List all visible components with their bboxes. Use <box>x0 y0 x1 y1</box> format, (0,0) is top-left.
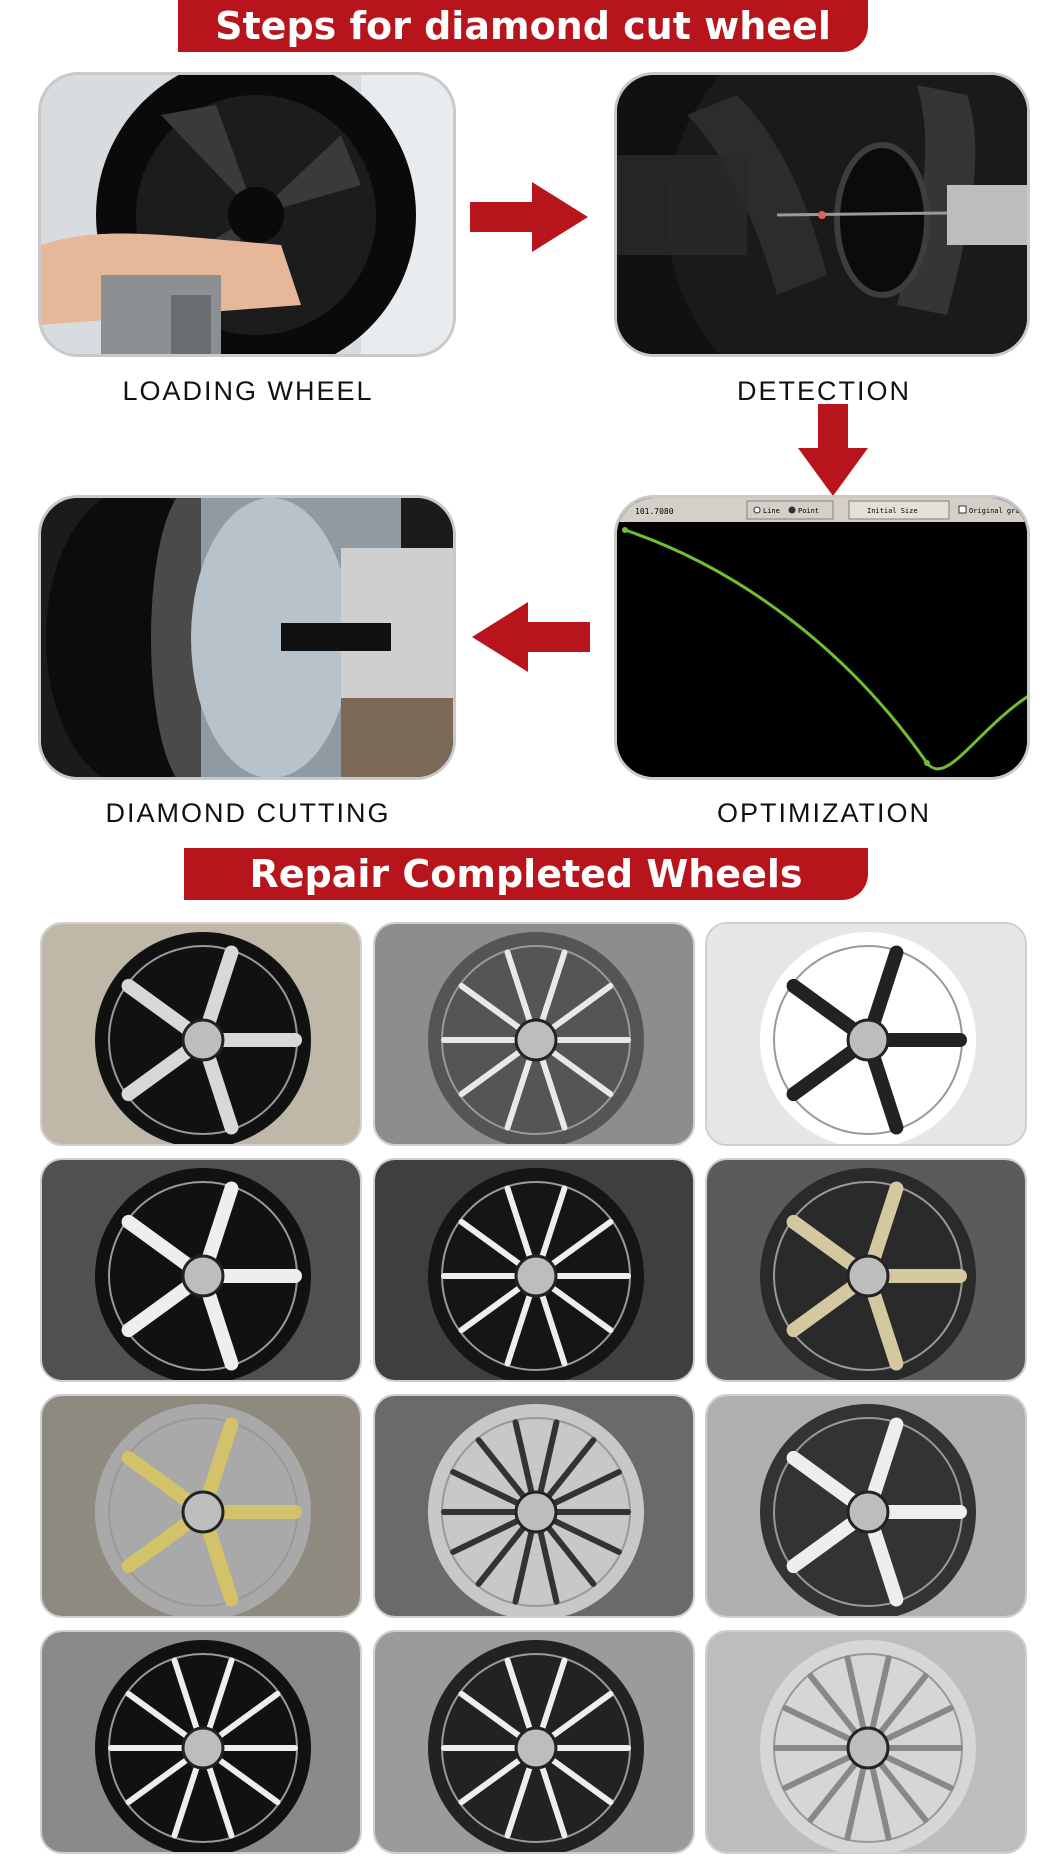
loading-wheel-photo <box>38 72 456 357</box>
arrow-down-icon <box>798 404 868 496</box>
arrow-right-icon <box>470 182 588 252</box>
wheel-illustration <box>707 1396 1025 1616</box>
step-label-detection: DETECTION <box>736 376 911 406</box>
wheel-illustration <box>375 1632 693 1852</box>
step-label-optimization: OPTIMIZATION <box>717 798 931 828</box>
arrow-left-icon <box>472 602 590 672</box>
steps-banner-title: Steps for diamond cut wheel <box>215 4 831 48</box>
wheel-photo <box>705 1630 1027 1854</box>
optimization-graph: 101.7080 Line Point Initial Size Origina… <box>617 498 1028 777</box>
wheel-photo <box>373 1394 695 1618</box>
wheel-illustration <box>375 1160 693 1380</box>
detection-photo <box>614 72 1030 357</box>
wheel-illustration <box>42 1632 360 1852</box>
detection-illustration <box>617 75 1027 354</box>
diamond-cutting-photo <box>38 495 456 780</box>
wheel-photo <box>40 1630 362 1854</box>
wheel-photo <box>40 922 362 1146</box>
wheel-illustration <box>707 924 1025 1144</box>
wheel-photo <box>373 922 695 1146</box>
wheel-photo <box>705 1394 1027 1618</box>
diamond-cutting-illustration <box>41 498 453 777</box>
completed-banner: Repair Completed Wheels <box>184 848 868 900</box>
wheel-photo <box>40 1158 362 1382</box>
step-label-diamond-cutting: DIAMOND CUTTING <box>105 798 391 828</box>
original-graph-checkbox[interactable]: Original graph <box>969 507 1028 515</box>
wheel-illustration <box>375 924 693 1144</box>
wheel-illustration <box>42 1160 360 1380</box>
wheel-photo <box>373 1630 695 1854</box>
initial-size-button[interactable]: Initial Size <box>867 507 918 515</box>
loading-wheel-illustration <box>41 75 453 354</box>
readout-text: 101.7080 <box>635 507 674 516</box>
wheel-illustration <box>375 1396 693 1616</box>
step-label-loading-wheel: LOADING WHEEL <box>122 376 374 406</box>
completed-banner-title: Repair Completed Wheels <box>249 852 803 896</box>
option-line[interactable]: Line <box>763 507 780 515</box>
optimization-screen: 101.7080 Line Point Initial Size Origina… <box>614 495 1030 780</box>
wheel-illustration <box>707 1632 1025 1852</box>
wheel-photo <box>705 922 1027 1146</box>
wheel-illustration <box>707 1160 1025 1380</box>
steps-banner: Steps for diamond cut wheel <box>178 0 868 52</box>
wheel-photo <box>705 1158 1027 1382</box>
wheel-illustration <box>42 1396 360 1616</box>
wheel-illustration <box>42 924 360 1144</box>
option-point[interactable]: Point <box>798 507 819 515</box>
wheel-photo <box>40 1394 362 1618</box>
wheel-photo <box>373 1158 695 1382</box>
